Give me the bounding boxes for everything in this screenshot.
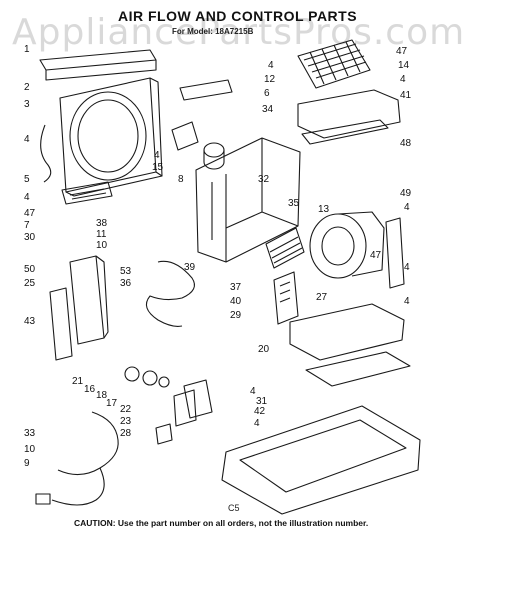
- callout-label: 17: [106, 398, 118, 409]
- model-line: For Model: 18A7215B: [172, 27, 254, 36]
- callout-label: 53: [120, 266, 132, 277]
- callout-label: 3: [24, 99, 30, 110]
- callout-label: 4: [404, 296, 410, 307]
- callout-label: 21: [72, 376, 84, 387]
- callout-label: 30: [24, 232, 36, 243]
- part-wiring-harness: [145, 260, 195, 327]
- part-top-trim: [39, 49, 157, 81]
- callout-label: 36: [120, 278, 132, 289]
- callout-label: 20: [258, 344, 270, 355]
- callout-label: 50: [24, 264, 36, 275]
- callout-label: 32: [258, 174, 270, 185]
- callout-label: 40: [230, 296, 242, 307]
- callout-label: 7: [24, 220, 30, 231]
- callout-label: 29: [230, 310, 242, 321]
- part-top-housing: [297, 89, 401, 145]
- callout-label: 47: [370, 250, 382, 261]
- callout-label: 1: [24, 44, 30, 55]
- callout-label: 4: [268, 60, 274, 71]
- part-base-pan: [221, 303, 421, 515]
- callout-label: 39: [184, 262, 196, 273]
- callout-label: 2: [24, 82, 30, 93]
- callout-label: 4: [24, 192, 30, 203]
- callout-label: 41: [400, 90, 412, 101]
- callout-label: 27: [316, 292, 328, 303]
- callout-label: 25: [24, 278, 36, 289]
- callout-label: 12: [264, 74, 276, 85]
- callout-label: 10: [24, 444, 36, 455]
- callout-label: 34: [262, 104, 274, 115]
- callout-label: 11: [96, 229, 107, 240]
- callout-label: 16: [84, 384, 96, 395]
- part-blower-housing: [309, 211, 385, 279]
- callout-label: 48: [400, 138, 412, 149]
- callout-label: 38: [96, 218, 108, 229]
- part-front-panel: [59, 77, 163, 197]
- callout-label: 47: [396, 46, 408, 57]
- callout-label: 4: [400, 74, 406, 85]
- callout-label: 8: [178, 174, 184, 185]
- part-knob-assembly: [124, 366, 213, 445]
- part-cover-plate: [179, 79, 233, 101]
- callout-label: 49: [400, 188, 412, 199]
- callout-label: 15: [152, 162, 164, 173]
- part-air-filter: [297, 39, 371, 89]
- callout-label: 18: [96, 390, 108, 401]
- callout-label: 37: [230, 282, 242, 293]
- caution-note: CAUTION: Use the part number on all orde…: [74, 518, 369, 528]
- callout-label: 47: [24, 208, 36, 219]
- callout-label: 4: [154, 150, 160, 161]
- callout-label: 9: [24, 458, 30, 469]
- callout-label: 28: [120, 428, 132, 439]
- callout-label: 23: [120, 416, 132, 427]
- part-control-box: [49, 255, 109, 361]
- part-vent-louver: [265, 227, 305, 269]
- callout-label: 22: [120, 404, 132, 415]
- callout-labels: 1 2 3 4 5 4 12 6 34 47 14 4 41 48 4 15 8…: [24, 44, 412, 469]
- callout-label: 43: [24, 316, 36, 327]
- callout-label: 42: [254, 406, 266, 417]
- part-lower-grille: [61, 181, 113, 205]
- sheet-code: C5: [228, 503, 240, 513]
- callout-label: 5: [24, 174, 30, 185]
- part-control-bracket: [171, 121, 225, 170]
- callout-label: 35: [288, 198, 300, 209]
- part-side-wire: [40, 124, 52, 183]
- callout-label: 4: [404, 202, 410, 213]
- part-power-cord: [35, 411, 119, 506]
- callout-label: 4: [24, 134, 30, 145]
- diagram-title: AIR FLOW AND CONTROL PARTS: [118, 8, 358, 24]
- callout-label: 13: [318, 204, 330, 215]
- callout-label: 14: [398, 60, 410, 71]
- callout-label: 6: [264, 88, 270, 99]
- callout-label: 31: [256, 396, 268, 407]
- part-knob-panel: [273, 271, 299, 325]
- part-center-housing: [195, 137, 301, 263]
- callout-label: 4: [254, 418, 260, 429]
- callout-label: 4: [250, 386, 256, 397]
- callout-label: 33: [24, 428, 36, 439]
- part-right-bracket: [385, 217, 405, 289]
- callout-label: 4: [404, 262, 410, 273]
- callout-label: 10: [96, 240, 108, 251]
